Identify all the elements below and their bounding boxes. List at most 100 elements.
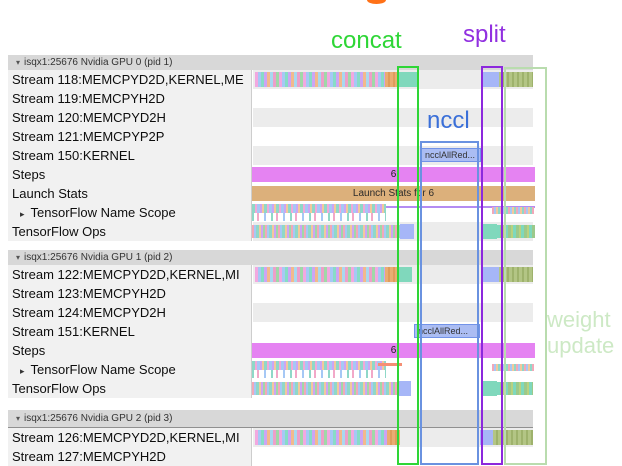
trace-events-bar-green[interactable] [497,225,535,238]
row-label: Steps [8,341,252,360]
steps-bar[interactable]: 6 [252,167,535,182]
trace-events-bar-orange[interactable] [387,430,400,445]
collapse-triangle-icon[interactable]: ▾ [16,58,21,67]
row-label: Stream 150:KERNEL [8,146,252,165]
timeline-row: Stream 150:KERNEL ncclAllRed... [8,146,622,165]
trace-events-bar[interactable] [255,430,387,445]
timeline-row: Stream 120:MEMCPYD2H [8,108,622,127]
trace-events-bar[interactable] [255,72,385,87]
name-scope-events[interactable] [252,361,386,378]
row-label-text: Stream 119:MEMCPYH2D [12,91,165,106]
row-label: Stream 127:MEMCPYH2D [8,447,252,466]
section-header-label: isqx1:25676 Nvidia GPU 2 (pid 3) [24,413,173,424]
trace-events-bar-olive[interactable] [499,72,533,87]
row-label: Steps [8,165,252,184]
row-label-text: Steps [12,167,46,182]
nccl-allreduce-bar[interactable]: ncclAllRed... [414,324,480,338]
row-label: Stream 121:MEMCPYP2P [8,127,252,146]
section-header[interactable]: ▾isqx1:25676 Nvidia GPU 2 (pid 3) [8,410,533,428]
expander-arrow-icon[interactable]: ▸ [20,366,25,376]
launch-stats-bar[interactable]: Launch Stats for 6 [252,186,535,201]
trace-event-teal[interactable] [481,381,497,396]
name-scope-events[interactable] [252,204,386,221]
ops-events[interactable] [252,382,398,395]
name-scope-line[interactable] [378,363,402,366]
trace-events-bar-olive[interactable] [499,267,533,282]
trace-event-blue[interactable] [481,267,499,282]
row-label-text: Stream 150:KERNEL [12,148,135,163]
row-label-text: Stream 118:MEMCPYD2D,KERNEL,ME [12,72,244,87]
trace-event-blue[interactable] [400,224,414,239]
trace-event-blue[interactable] [480,430,493,445]
row-label: Stream 151:KERNEL [8,322,252,341]
timeline-row: Stream 123:MEMCPYH2D [8,284,622,303]
row-label: ▸ TensorFlow Name Scope [8,203,252,222]
section-header[interactable]: ▾isqx1:25676 Nvidia GPU 0 (pid 1) [8,55,533,70]
nccl-allreduce-bar[interactable]: ncclAllRed... [421,148,481,162]
row-label: Stream 122:MEMCPYD2D,KERNEL,MI [8,265,252,284]
row-label-text: TensorFlow Ops [12,224,106,239]
weight-update-region-box [504,67,547,465]
ops-events[interactable] [252,225,400,238]
row-track[interactable] [253,284,533,303]
row-track[interactable] [253,108,533,127]
steps-bar[interactable]: 6 [252,343,535,358]
trace-events-bar-olive[interactable] [493,430,533,445]
row-label-text: Stream 124:MEMCPYD2H [12,305,166,320]
expander-arrow-icon[interactable]: ▸ [20,209,25,219]
row-label: Stream 123:MEMCPYH2D [8,284,252,303]
split-annotation: split [463,21,506,48]
trace-events-bar-orange[interactable] [385,267,398,282]
trace-events-bar-orange[interactable] [385,72,398,87]
row-label-text: Stream 123:MEMCPYH2D [12,286,166,301]
row-label-text: Stream 126:MEMCPYD2D,KERNEL,MI [12,430,240,445]
trace-event-teal[interactable] [481,224,497,239]
section-header[interactable]: ▾isqx1:25676 Nvidia GPU 1 (pid 2) [8,250,533,265]
mini-events[interactable] [492,207,534,214]
timeline-row: Stream 119:MEMCPYH2D [8,89,622,108]
collapse-triangle-icon[interactable]: ▾ [16,253,21,262]
row-label-text: Stream 151:KERNEL [12,324,135,339]
row-label: ▸ TensorFlow Name Scope [8,360,252,379]
concat-region-box [397,66,419,465]
row-label: Launch Stats [8,184,252,203]
timeline-row: ▸ TensorFlow Name Scope [8,360,622,379]
collapse-triangle-icon[interactable]: ▾ [16,414,21,423]
concat-annotation: concat [331,27,402,54]
row-label: Stream 126:MEMCPYD2D,KERNEL,MI [8,428,252,447]
row-label-text: TensorFlow Name Scope [30,362,176,377]
trace-event-blue[interactable] [481,72,499,87]
timeline-row: ▸ TensorFlow Name Scope [8,203,622,222]
row-label: Stream 124:MEMCPYD2H [8,303,252,322]
row-label-text: TensorFlow Name Scope [30,205,176,220]
timeline-row: Stream 118:MEMCPYD2D,KERNEL,ME [8,70,622,89]
row-label-text: Launch Stats [12,186,88,201]
name-scope-line[interactable] [386,206,535,208]
trace-events-bar[interactable] [255,267,385,282]
row-label: Stream 120:MEMCPYD2H [8,108,252,127]
trace-event-teal[interactable] [398,72,417,87]
timeline-row: Steps 6 [8,165,622,184]
row-label-text: Stream 121:MEMCPYP2P [12,129,165,144]
trace-event-teal[interactable] [398,267,412,282]
timeline-row: Stream 124:MEMCPYD2H [8,303,622,322]
trace-event-blue[interactable] [398,381,411,396]
section-header-label: isqx1:25676 Nvidia GPU 1 (pid 2) [24,252,173,263]
row-label: Stream 119:MEMCPYH2D [8,89,252,108]
row-track[interactable] [253,89,533,108]
nccl-annotation: nccl [427,107,470,134]
row-label: Stream 118:MEMCPYD2D,KERNEL,ME [8,70,252,89]
timeline-row: Stream 122:MEMCPYD2D,KERNEL,MI [8,265,622,284]
weight-update-line1: weight [547,307,611,332]
section-header-label: isqx1:25676 Nvidia GPU 0 (pid 1) [24,57,173,68]
row-label: TensorFlow Ops [8,379,252,398]
mini-events[interactable] [492,364,534,371]
split-region-box [481,66,503,465]
row-label-text: Stream 122:MEMCPYD2D,KERNEL,MI [12,267,240,282]
row-track[interactable] [253,303,533,322]
trace-events-bar-green[interactable] [497,382,533,395]
timeline-row: Stream 126:MEMCPYD2D,KERNEL,MI [8,428,622,447]
row-label: TensorFlow Ops [8,222,252,241]
